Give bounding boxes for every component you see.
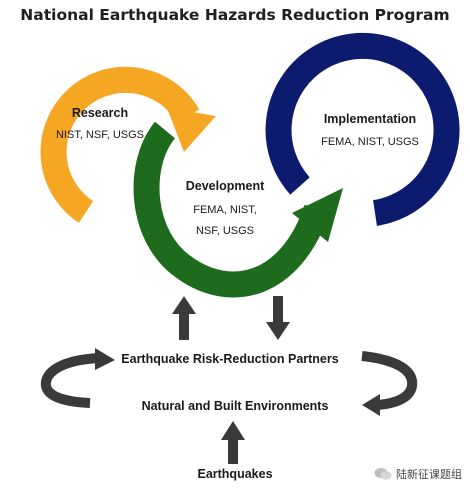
development-agencies-line1: FEMA, NIST,: [193, 204, 257, 216]
down-arrow-to-partners: [266, 296, 290, 340]
environments-label: Natural and Built Environments: [141, 399, 329, 413]
research-arrowhead: [167, 108, 216, 152]
up-arrow-from-earthquakes: [221, 421, 245, 464]
development-ring: [133, 121, 330, 298]
research-agencies: NIST, NSF, USGS: [55, 129, 145, 141]
up-arrow-to-development: [172, 296, 196, 340]
earthquakes-label: Earthquakes: [197, 467, 273, 481]
partners-label: Earthquake Risk-Reduction Partners: [121, 352, 339, 366]
implementation-agencies: FEMA, NIST, USGS: [321, 136, 419, 148]
research-heading: Research: [71, 106, 129, 120]
diagram-title: National Earthquake Hazards Reduction Pr…: [20, 6, 450, 24]
development-arrowhead: [292, 188, 343, 242]
watermark-text: 陆新征课题组: [396, 468, 462, 481]
wechat-icon: [374, 468, 392, 480]
implementation-heading: Implementation: [323, 112, 417, 126]
development-heading: Development: [185, 179, 265, 193]
watermark: 陆新征课题组: [374, 466, 462, 482]
development-agencies-line2: NSF, USGS: [195, 225, 255, 237]
right-cycle-arrow: [361, 351, 418, 416]
left-cycle-arrow: [40, 348, 115, 408]
research-ring: [40, 66, 200, 223]
implementation-ring: [265, 32, 460, 226]
